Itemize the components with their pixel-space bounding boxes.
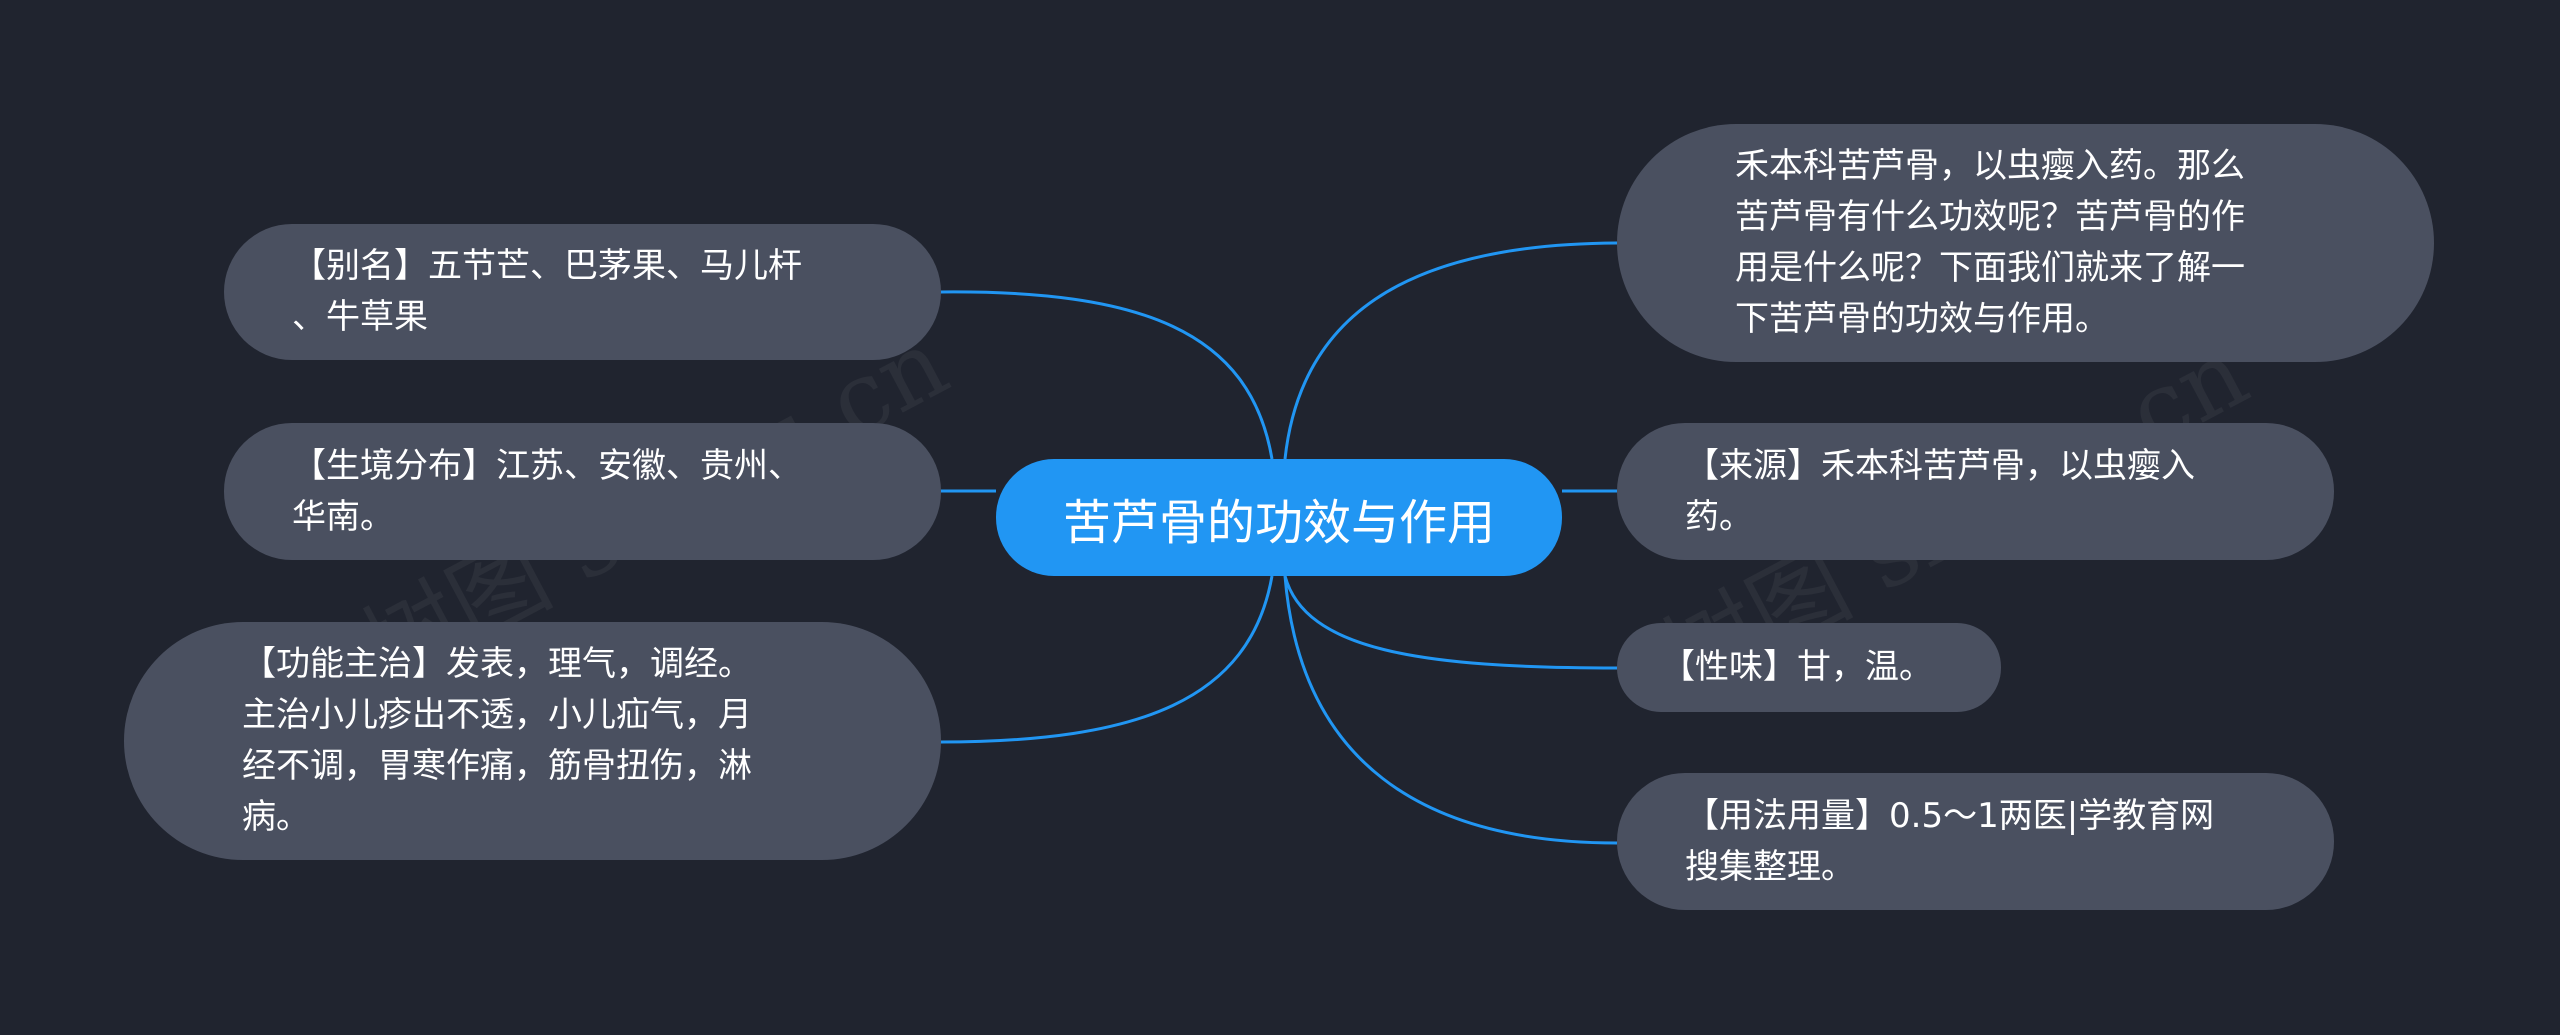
node-function[interactable]: 【功能主治】发表，理气，调经。 主治小儿疹出不透，小儿疝气，月 经不调，胃寒作痛… <box>124 622 941 860</box>
node-usage-line: 搜集整理。 <box>1685 846 1855 887</box>
node-habitat[interactable]: 【生境分布】江苏、安徽、贵州、 华南。 <box>224 423 941 560</box>
node-function-line: 【功能主治】发表，理气，调经。 <box>242 644 752 684</box>
central-topic-label: 苦芦骨的功效与作用 <box>1062 494 1495 551</box>
node-source[interactable]: 【来源】禾本科苦芦骨，以虫瘿入 药。 <box>1617 423 2334 560</box>
node-function-line: 经不调，胃寒作痛，筋骨扭伤，淋 <box>242 746 752 786</box>
connector-taste <box>1283 575 1618 670</box>
node-source-line: 药。 <box>1685 496 1753 537</box>
node-intro-line: 用是什么呢？下面我们就来了解一 <box>1735 248 2245 288</box>
connector-function <box>939 575 1274 744</box>
central-topic[interactable]: 苦芦骨的功效与作用 <box>996 459 1562 576</box>
node-intro-line: 禾本科苦芦骨，以虫瘿入药。那么 <box>1735 146 2245 186</box>
node-usage[interactable]: 【用法用量】0.5～1两医|学教育网 搜集整理。 <box>1617 773 2334 910</box>
node-habitat-line: 【生境分布】江苏、安徽、贵州、 <box>292 445 802 486</box>
node-intro-line: 苦芦骨有什么功效呢？苦芦骨的作 <box>1735 197 2245 237</box>
node-habitat-line: 华南。 <box>292 496 394 537</box>
node-source-line: 【来源】禾本科苦芦骨，以虫瘿入 <box>1685 445 2195 486</box>
connector-usage <box>1283 575 1618 845</box>
node-intro-line: 下苦芦骨的功效与作用。 <box>1735 299 2109 339</box>
node-function-line: 主治小儿疹出不透，小儿疝气，月 <box>242 695 752 735</box>
node-function-line: 病。 <box>242 797 310 837</box>
node-usage-line: 【用法用量】0.5～1两医|学教育网 <box>1685 795 2215 836</box>
node-taste-line: 【性味】甘，温。 <box>1661 647 1933 687</box>
connector-alias <box>939 290 1274 460</box>
node-alias[interactable]: 【别名】五节芒、巴茅果、马儿杆 、牛草果 <box>224 224 941 360</box>
node-intro[interactable]: 禾本科苦芦骨，以虫瘿入药。那么 苦芦骨有什么功效呢？苦芦骨的作 用是什么呢？下面… <box>1617 124 2434 362</box>
node-alias-line: 【别名】五节芒、巴茅果、马儿杆 <box>292 246 802 286</box>
node-alias-line: 、牛草果 <box>292 297 428 337</box>
connector-intro <box>1283 241 1618 460</box>
node-taste[interactable]: 【性味】甘，温。 <box>1617 623 2001 712</box>
